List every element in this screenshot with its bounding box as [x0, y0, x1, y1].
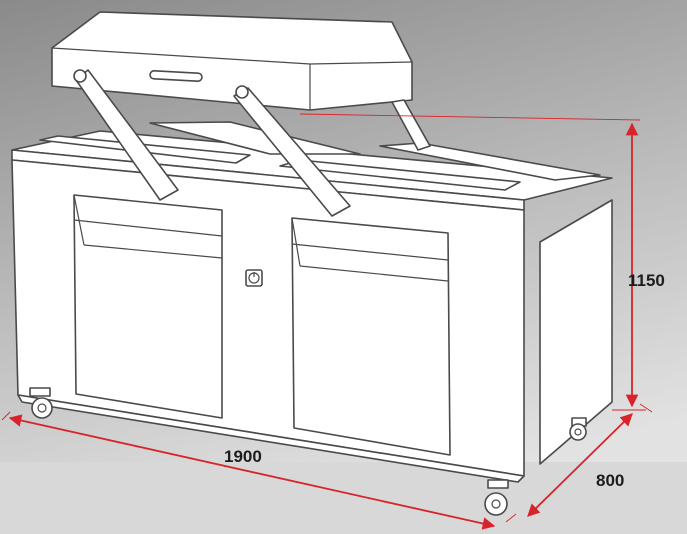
height-label: 1150 [628, 271, 665, 290]
caster-rear-right [569, 417, 587, 441]
depth-dimension-line [527, 413, 633, 517]
width-dimension: 1900 [8, 414, 496, 530]
rear-hinge-arm [391, 99, 431, 151]
width-label: 1900 [224, 447, 262, 466]
caster-front-left [29, 387, 53, 419]
height-dimension: 1150 [625, 122, 665, 408]
depth-label: 800 [596, 471, 624, 490]
lid-arms [73, 69, 351, 217]
width-dimension-line [8, 414, 496, 530]
machine-lid [51, 11, 413, 111]
caster-front-right [484, 479, 509, 516]
depth-dimension: 800 [527, 413, 633, 517]
power-knob-icon [245, 269, 263, 287]
lid-handle [149, 70, 203, 82]
floor [0, 462, 687, 534]
dimension-extensions [1, 113, 653, 523]
right-door [291, 217, 451, 456]
